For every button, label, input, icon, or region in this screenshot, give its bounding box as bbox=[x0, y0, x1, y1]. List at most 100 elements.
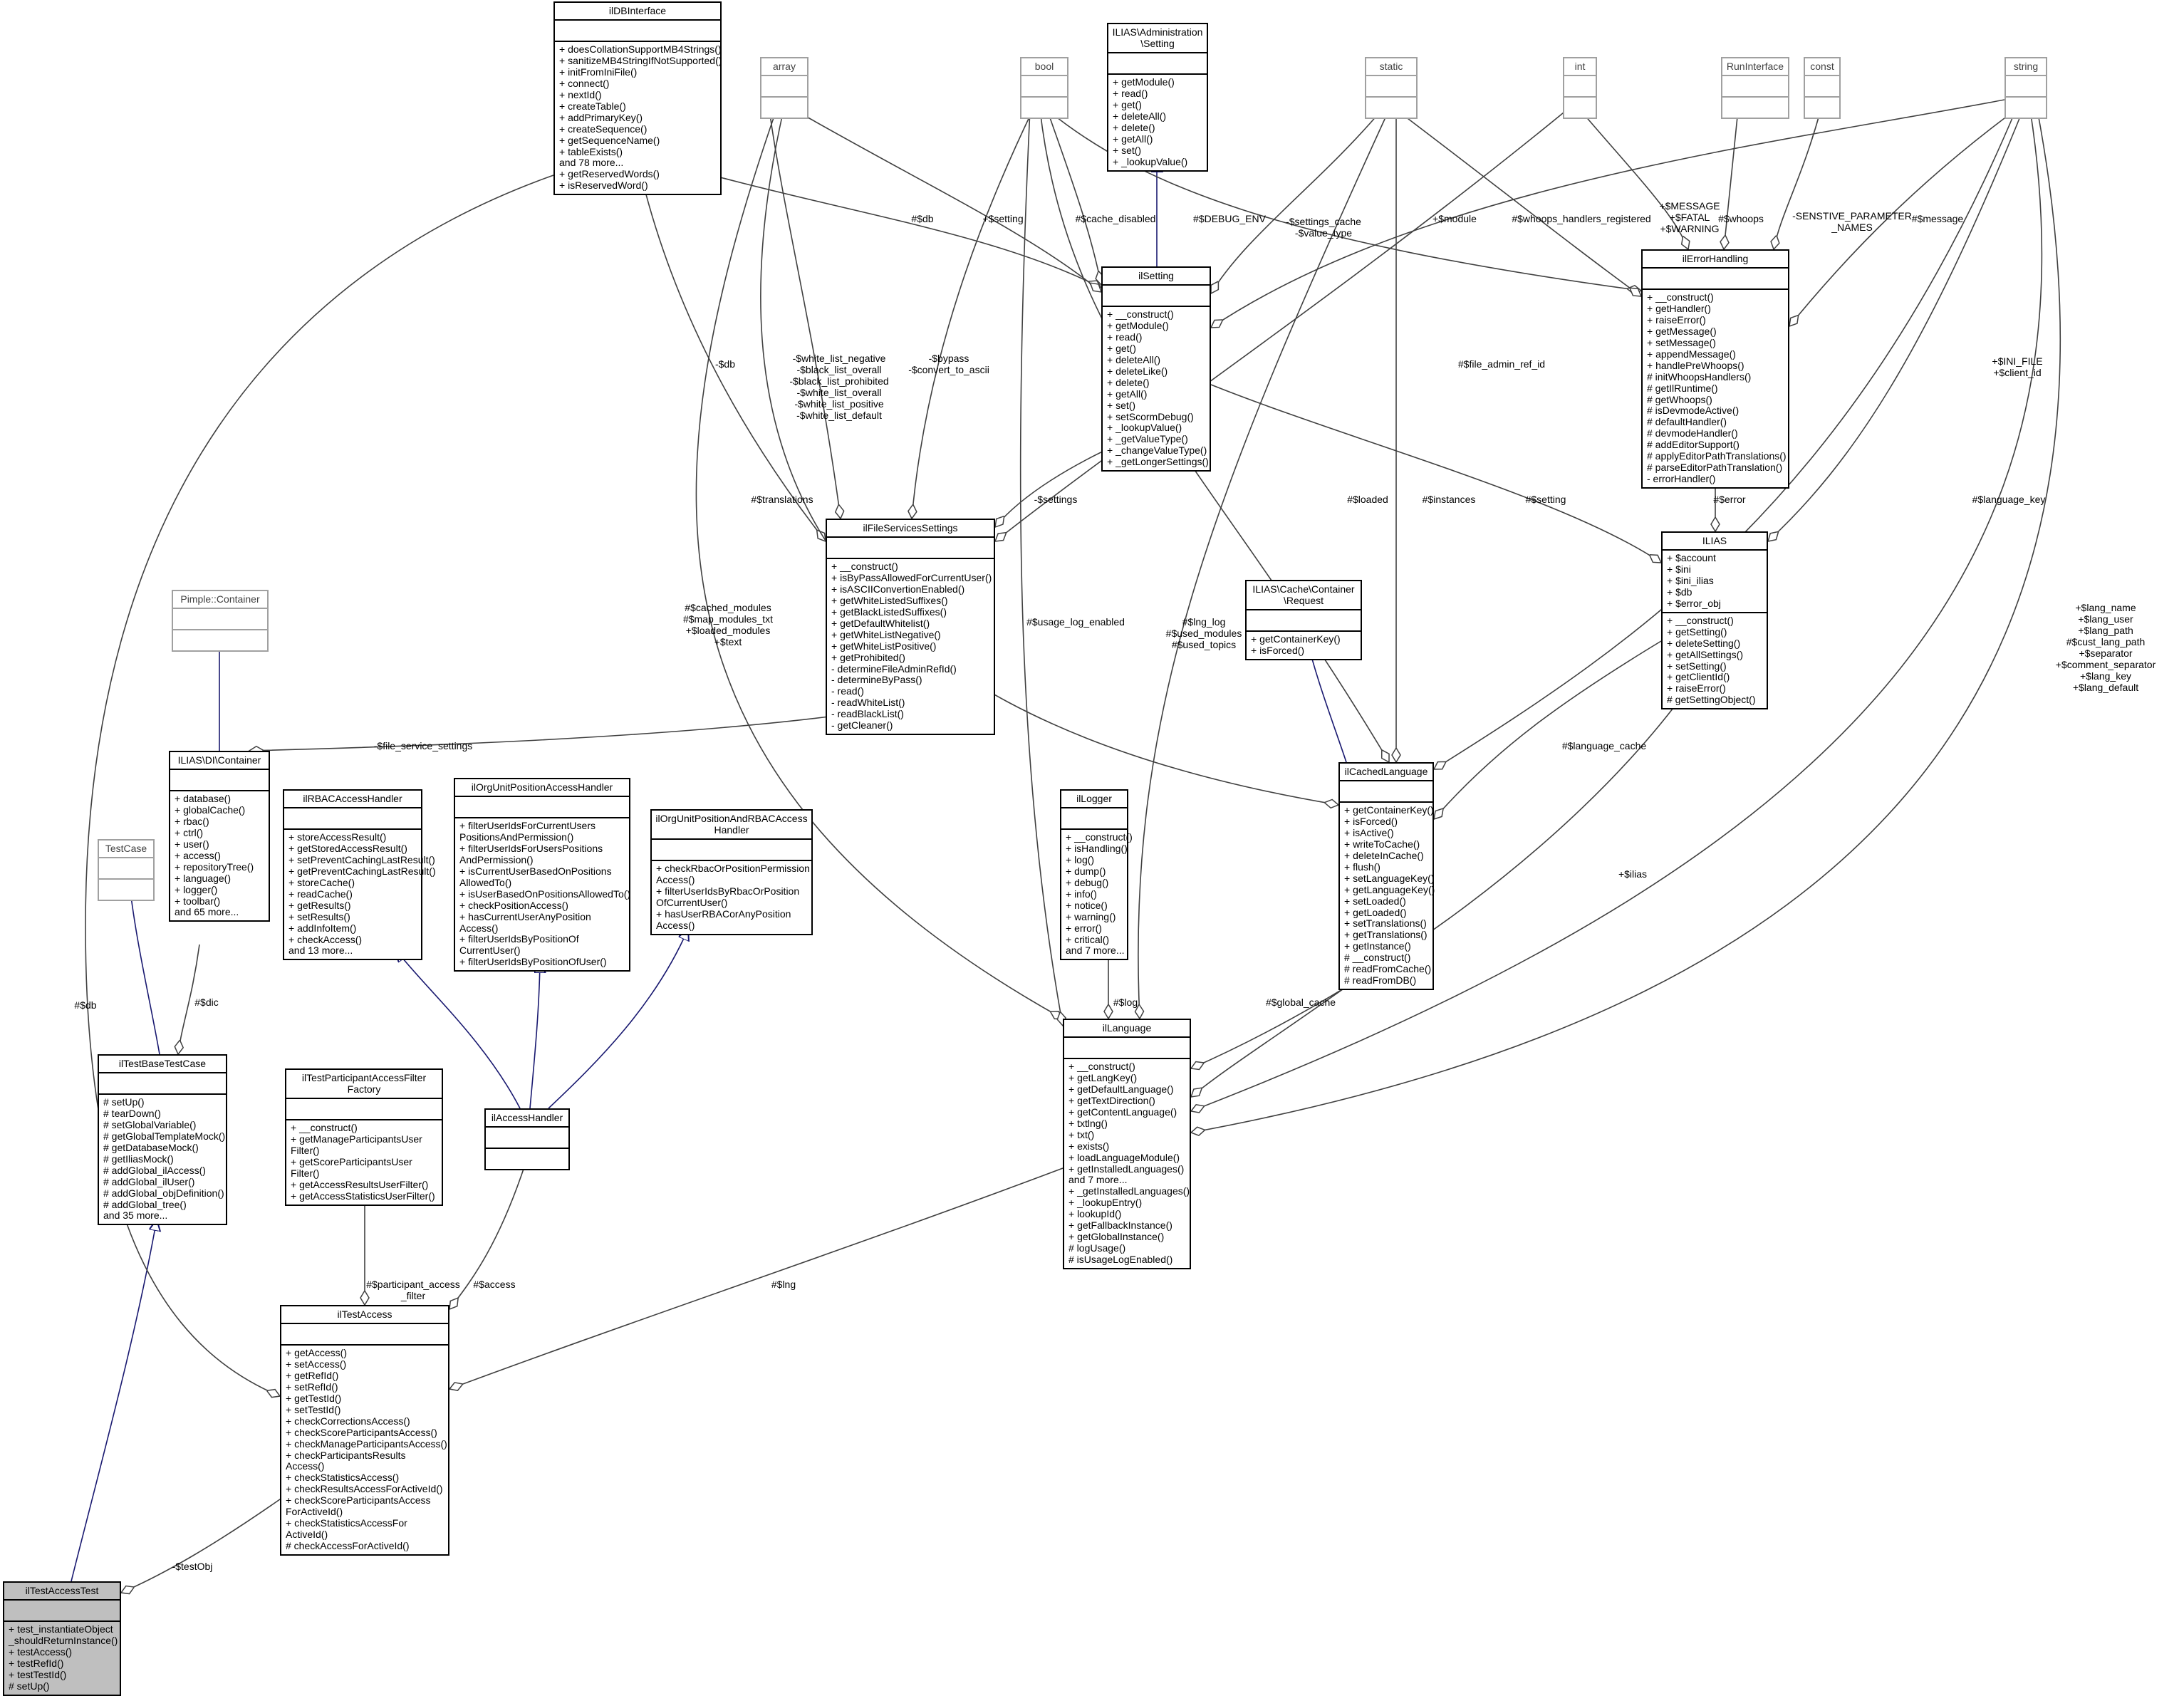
operation: + addInfoItem() bbox=[288, 922, 357, 934]
assoc-bool-ilsetting-b bbox=[1046, 109, 1641, 291]
operation: # getDatabaseMock() bbox=[103, 1141, 199, 1153]
class-array[interactable]: array bbox=[760, 57, 808, 119]
attributes-section bbox=[4, 1601, 120, 1622]
operation: + set() bbox=[1107, 399, 1136, 411]
class-illogger[interactable]: ilLogger+ __construct()+ isHandling()+ l… bbox=[1060, 789, 1133, 961]
operation: + __construct() bbox=[291, 1121, 358, 1133]
assoc-bool-illanguage bbox=[1019, 109, 1063, 1026]
attributes-section bbox=[2006, 76, 2046, 98]
operation: OfCurrentUser() bbox=[656, 896, 728, 908]
operation: - errorHandler() bbox=[1647, 473, 1716, 485]
class-ilorgunit[interactable]: ilOrgUnitPositionAccessHandler+ filterUs… bbox=[454, 778, 630, 972]
operations-section bbox=[1021, 98, 1067, 118]
operation: # addEditorSupport() bbox=[1647, 439, 1740, 451]
class-ilfileservicessettings[interactable]: ilFileServicesSettings+ __construct()+ i… bbox=[826, 519, 995, 736]
class-const[interactable]: const bbox=[1804, 57, 1841, 119]
operation: + createTable() bbox=[559, 100, 626, 112]
operation: # readFromCache() bbox=[1344, 963, 1432, 975]
operation: and 7 more... bbox=[1066, 945, 1125, 957]
operation: + setResults() bbox=[288, 910, 350, 922]
operation: + readCache() bbox=[288, 888, 353, 900]
operations-section bbox=[99, 880, 153, 900]
operations-section: + __construct()+ getModule()+ read()+ ge… bbox=[1103, 307, 1210, 470]
class-runinterface[interactable]: RunInterface bbox=[1721, 57, 1789, 119]
class-ildbinterface[interactable]: ilDBInterface+ doesCollationSupportMB4St… bbox=[553, 1, 722, 196]
attribute: + $ini bbox=[1667, 563, 1691, 575]
class-ilorgunitrbac[interactable]: ilOrgUnitPositionAndRBACAccess Handler+ … bbox=[650, 809, 813, 935]
class-static[interactable]: static bbox=[1365, 57, 1418, 119]
operation: Access() bbox=[459, 922, 499, 934]
operations-section: + __construct()+ isByPassAllowedForCurre… bbox=[827, 559, 994, 734]
operation: + warning() bbox=[1066, 910, 1116, 922]
operation: + setMessage() bbox=[1647, 336, 1716, 348]
edge-label-module: +$module bbox=[1432, 213, 1477, 224]
operation: # setUp() bbox=[103, 1096, 145, 1108]
class-iltestbasetestcase[interactable]: ilTestBaseTestCase# setUp()# tearDown()#… bbox=[98, 1054, 227, 1226]
operation: + connect() bbox=[559, 77, 610, 89]
class-name: ilAccessHandler bbox=[486, 1110, 568, 1128]
operation: # checkAccessForActiveId() bbox=[286, 1540, 410, 1552]
operations-section: + __construct()+ isHandling()+ log()+ du… bbox=[1061, 830, 1133, 959]
class-cacherequest[interactable]: ILIAS\Cache\Container \Request+ getConta… bbox=[1245, 580, 1362, 660]
class-string[interactable]: string bbox=[2004, 57, 2047, 119]
operation: + getWhiteListedSuffixes() bbox=[831, 594, 948, 606]
operation: + checkScoreParticipantsAccess() bbox=[286, 1426, 437, 1438]
operation: + read() bbox=[1113, 87, 1148, 99]
class-ilaccesshandler[interactable]: ilAccessHandler bbox=[484, 1108, 570, 1170]
class-ilrbac[interactable]: ilRBACAccessHandler+ storeAccessResult()… bbox=[283, 789, 436, 961]
assoc-dbinterface-fs bbox=[640, 175, 826, 541]
attributes-section bbox=[173, 609, 267, 630]
class-name: ilTestBaseTestCase bbox=[99, 1056, 226, 1073]
operations-section bbox=[1366, 98, 1416, 118]
operation: + isByPassAllowedForCurrentUser() bbox=[831, 571, 992, 583]
edge-label-translations: #$translations bbox=[751, 494, 813, 505]
operation: + hasCurrentUserAnyPosition bbox=[459, 910, 591, 922]
class-pimple[interactable]: Pimple::Container bbox=[172, 590, 269, 652]
class-ilsetting[interactable]: ilSetting+ __construct()+ getModule()+ r… bbox=[1101, 266, 1211, 472]
operation: + isForced() bbox=[1344, 815, 1398, 827]
operation: + deleteSetting() bbox=[1667, 637, 1741, 649]
assoc-bool-cachedlanguage bbox=[1039, 109, 1389, 762]
class-illanguage[interactable]: ilLanguage+ __construct()+ getLangKey()+… bbox=[1063, 1019, 1191, 1270]
operation: # defaultHandler() bbox=[1647, 416, 1727, 428]
edge-label-file-admin-ref-id: #$file_admin_ref_id bbox=[1457, 358, 1546, 370]
operation: + deleteAll() bbox=[1113, 110, 1167, 122]
class-iltestparticipant[interactable]: ilTestParticipantAccessFilter Factory+ _… bbox=[285, 1068, 443, 1206]
assoc-fs-dicontainer bbox=[249, 714, 841, 751]
class-ilias[interactable]: ILIAS+ $account+ $ini+ $ini_ilias+ $db+ … bbox=[1661, 531, 1768, 710]
operation: + lookupId() bbox=[1068, 1208, 1122, 1220]
class-dicontainer[interactable]: ILIAS\DI\Container+ database()+ globalCa… bbox=[169, 751, 270, 922]
operation: Filter() bbox=[291, 1144, 320, 1156]
operation: + delete() bbox=[1113, 121, 1155, 133]
operation: + txtlng() bbox=[1068, 1117, 1108, 1129]
operation: + debug() bbox=[1066, 876, 1109, 888]
class-iltestaccesstest[interactable]: ilTestAccessTest+ test_instantiateObject… bbox=[3, 1581, 121, 1696]
class-ilcachedlanguage[interactable]: ilCachedLanguage+ getContainerKey()+ isF… bbox=[1338, 762, 1435, 991]
class-bool[interactable]: bool bbox=[1020, 57, 1068, 119]
attributes-section bbox=[1805, 76, 1839, 98]
operation: + getTranslations() bbox=[1344, 929, 1428, 941]
operation: + nextId() bbox=[559, 88, 602, 100]
class-name: ilTestAccess bbox=[281, 1306, 448, 1324]
operation: + setTranslations() bbox=[1344, 917, 1427, 930]
class-iltestaccess[interactable]: ilTestAccess+ getAccess()+ setAccess()+ … bbox=[280, 1305, 449, 1556]
class-admin-setting[interactable]: ILIAS\Administration \Setting+ getModule… bbox=[1107, 23, 1208, 172]
assoc-ilsetting-ilias bbox=[1210, 384, 1661, 563]
operation: + isCurrentUserBasedOnPositions bbox=[459, 865, 612, 877]
class-ilerrorhandling[interactable]: ilErrorHandling+ __construct()+ getHandl… bbox=[1641, 249, 1789, 489]
attributes-section bbox=[99, 1073, 226, 1095]
assoc-bool-fs bbox=[912, 109, 1034, 519]
edge-label-whoops: #$whoops bbox=[1718, 213, 1764, 224]
operation: + setTestId() bbox=[286, 1403, 341, 1415]
operation: + deleteLike() bbox=[1107, 365, 1168, 377]
operation: and 78 more... bbox=[559, 157, 624, 169]
class-testcase[interactable]: TestCase bbox=[98, 839, 155, 901]
operation: + filterUserIdsByPositionOfUser() bbox=[459, 956, 607, 968]
operation: # addGlobal_objDefinition() bbox=[103, 1187, 224, 1199]
operation: + getClientId() bbox=[1667, 671, 1730, 683]
operation: # isDevmodeActive() bbox=[1647, 405, 1740, 417]
operation: + critical() bbox=[1066, 933, 1110, 945]
assoc-cachedlanguage-illanguage bbox=[1191, 971, 1368, 1097]
operation: - readBlackList() bbox=[831, 708, 904, 720]
class-int[interactable]: int bbox=[1563, 57, 1597, 119]
